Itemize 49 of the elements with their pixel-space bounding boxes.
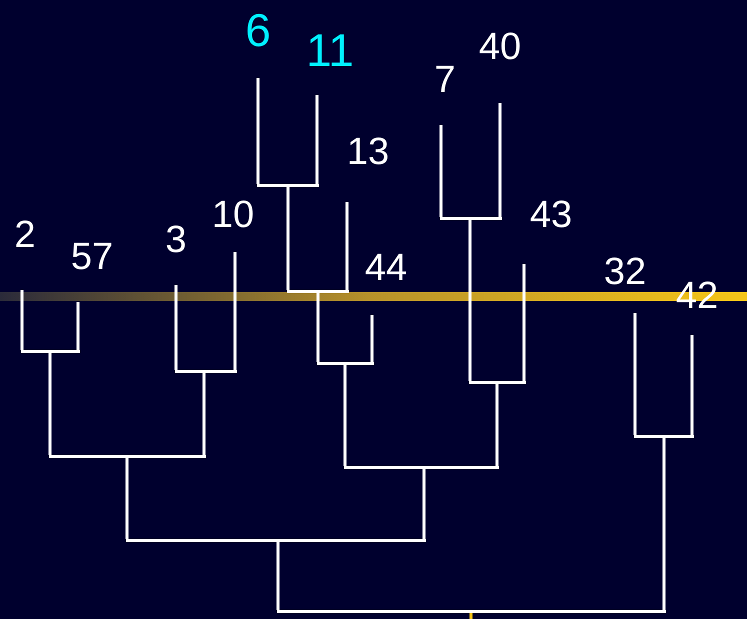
- connector-line: [126, 458, 128, 539]
- merge-bar: [276, 610, 666, 613]
- merge-bar: [440, 217, 502, 220]
- connector-line: [234, 252, 236, 370]
- leaf-label: 10: [212, 196, 254, 234]
- connector-line: [256, 78, 260, 184]
- connector-line: [662, 438, 666, 610]
- root-stem-line: [470, 613, 472, 619]
- merge-bar: [48, 455, 206, 458]
- connector-line: [48, 353, 52, 455]
- merge-bar: [256, 184, 318, 187]
- connector-line: [316, 95, 318, 184]
- connector-line: [496, 384, 498, 466]
- connector-line: [468, 220, 472, 381]
- leaf-label: 2: [14, 216, 36, 254]
- leaf-label: 11: [306, 27, 354, 73]
- merge-bar: [344, 466, 498, 469]
- connector-line: [634, 313, 636, 435]
- merge-bar: [634, 435, 694, 438]
- connector-line: [346, 202, 348, 290]
- connector-line: [202, 373, 206, 455]
- leaf-label: 43: [530, 196, 572, 234]
- connector-line: [498, 103, 502, 217]
- connector-line: [76, 302, 80, 350]
- connector-line: [174, 285, 178, 370]
- connector-line: [286, 187, 290, 290]
- leaf-label: 32: [604, 253, 646, 291]
- connector-line: [522, 264, 526, 381]
- connector-line: [422, 469, 426, 539]
- connector-line: [440, 125, 442, 217]
- merge-bar: [286, 290, 348, 293]
- merge-bar: [468, 381, 526, 384]
- leaf-label: 6: [245, 7, 271, 53]
- connector-line: [316, 293, 320, 362]
- merge-bar: [316, 362, 374, 365]
- merge-bar: [126, 539, 426, 542]
- leaf-label: 13: [346, 133, 390, 171]
- leaf-label: 57: [70, 238, 114, 276]
- connector-line: [276, 542, 280, 610]
- merge-bar: [20, 350, 80, 353]
- leaf-label: 44: [364, 249, 408, 287]
- leaf-label: 3: [165, 221, 187, 259]
- connector-line: [690, 335, 694, 435]
- leaf-label: 7: [434, 61, 456, 99]
- connector-line: [20, 290, 24, 350]
- connector-line: [370, 315, 374, 362]
- merge-bar: [174, 370, 236, 373]
- leaf-label: 40: [478, 28, 522, 66]
- connector-line: [344, 365, 346, 466]
